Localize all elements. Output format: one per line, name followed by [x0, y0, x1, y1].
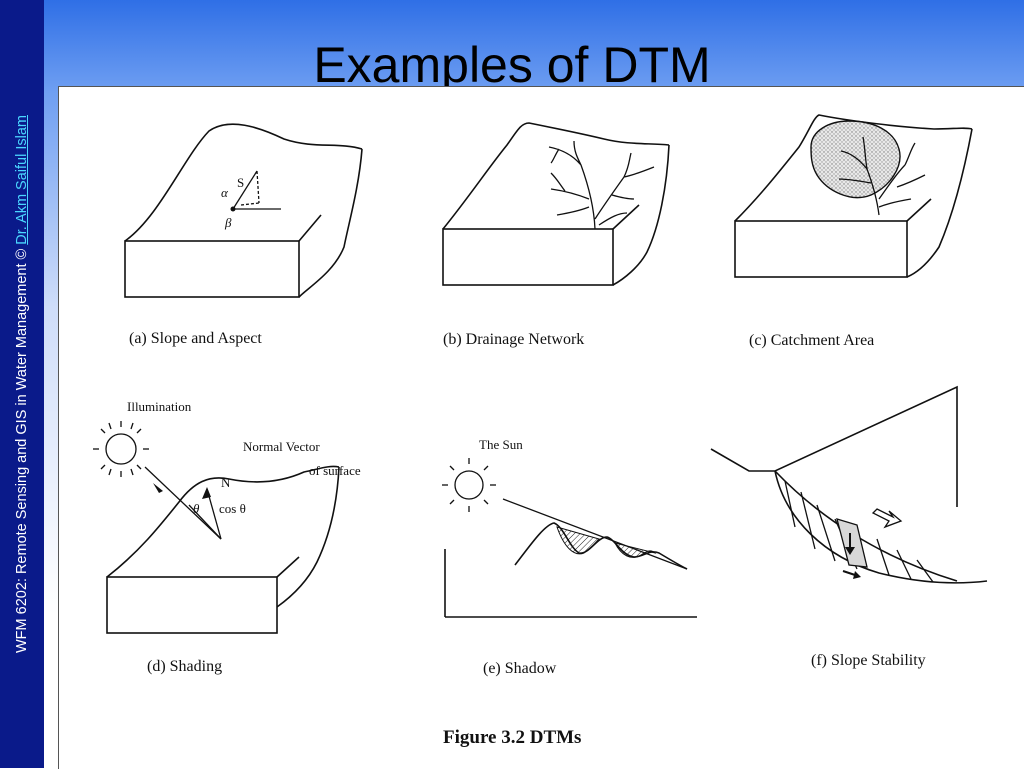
block-edge — [276, 556, 300, 578]
panel-slope-aspect: α S β (a) Slope and Aspect — [124, 123, 363, 347]
theta-label: θ — [193, 501, 200, 516]
figure-title: Figure 3.2 DTMs — [443, 727, 581, 748]
catchment-area — [810, 120, 901, 199]
terrain-surface — [124, 123, 363, 242]
terrain-right-edge — [612, 144, 670, 286]
illumination-ray — [144, 466, 222, 540]
slide-title: Examples of DTM — [313, 37, 711, 93]
block-edge — [612, 204, 640, 230]
block-front-face — [124, 240, 300, 298]
slope-point — [230, 206, 236, 212]
panel-shadow: The Sun (e) Shadow — [442, 437, 697, 677]
weight-arrowhead — [845, 547, 855, 555]
cos-theta-label: cos θ — [219, 501, 246, 516]
shear-arrowhead — [853, 571, 861, 579]
normal-arrowhead — [202, 487, 211, 499]
author-link[interactable]: Dr. Akm Saiful Islam — [14, 115, 30, 245]
terrain-right-edge — [276, 466, 340, 608]
terrain-surface — [734, 114, 973, 222]
caption-c: (c) Catchment Area — [749, 332, 874, 349]
alpha-label: α — [221, 185, 229, 200]
caption-f: (f) Slope Stability — [811, 652, 926, 669]
shear-arrow — [842, 570, 856, 576]
catchment-channels — [838, 136, 926, 216]
shaded-slice — [836, 518, 868, 568]
block-edge — [298, 214, 322, 242]
sidebar-text: WFM 6202: Remote Sensing and GIS in Wate… — [8, 14, 36, 754]
beta-label: β — [224, 215, 232, 230]
slope-outline — [710, 385, 958, 507]
sun-icon — [93, 421, 149, 477]
sun-label: The Sun — [479, 437, 523, 452]
ray-arrowhead — [153, 483, 163, 493]
n-label: N — [221, 475, 231, 490]
terrain-surface — [106, 465, 340, 578]
block-edge — [906, 198, 932, 222]
dtm-figure: α S β (a) Slope and Aspect (b) Drainage … — [93, 114, 988, 748]
terrain-surface — [442, 122, 670, 230]
slope-line — [232, 170, 258, 210]
failure-surface — [774, 470, 988, 584]
normal-vector-label-2: of surface — [309, 463, 361, 478]
caption-d: (d) Shading — [147, 658, 222, 675]
figure-panel: α S β (a) Slope and Aspect (b) Drainage … — [58, 86, 1024, 769]
dashed-drop — [256, 170, 260, 204]
dashed-base — [240, 202, 260, 206]
block-front-face — [734, 220, 908, 278]
terrain-profile — [514, 522, 688, 570]
drainage-channels — [548, 140, 655, 230]
cos-theta-leg — [188, 504, 222, 540]
course-label: WFM 6202: Remote Sensing and GIS in Wate… — [14, 244, 30, 654]
illumination-label: Illumination — [127, 399, 192, 414]
s-label: S — [237, 175, 244, 190]
slice-lines — [784, 480, 934, 583]
panel-shading: Illumination Normal Vector of surface N … — [93, 399, 361, 675]
caption-a: (a) Slope and Aspect — [129, 330, 262, 347]
panel-drainage-network: (b) Drainage Network — [442, 122, 670, 348]
sidebar: WFM 6202: Remote Sensing and GIS in Wate… — [0, 0, 44, 768]
block-front-face — [106, 576, 278, 634]
terrain-right-edge — [906, 128, 973, 278]
sun-ray — [502, 498, 688, 570]
movement-arrow — [871, 508, 903, 529]
panel-catchment-area: (c) Catchment Area — [734, 114, 973, 349]
caption-b: (b) Drainage Network — [443, 331, 584, 348]
sun-icon — [442, 458, 496, 512]
panel-slope-stability: (f) Slope Stability — [710, 385, 988, 669]
normal-vector-label-1: Normal Vector — [243, 439, 320, 454]
terrain-right-edge — [298, 148, 363, 298]
block-front-face — [442, 228, 614, 286]
caption-e: (e) Shadow — [483, 660, 557, 677]
